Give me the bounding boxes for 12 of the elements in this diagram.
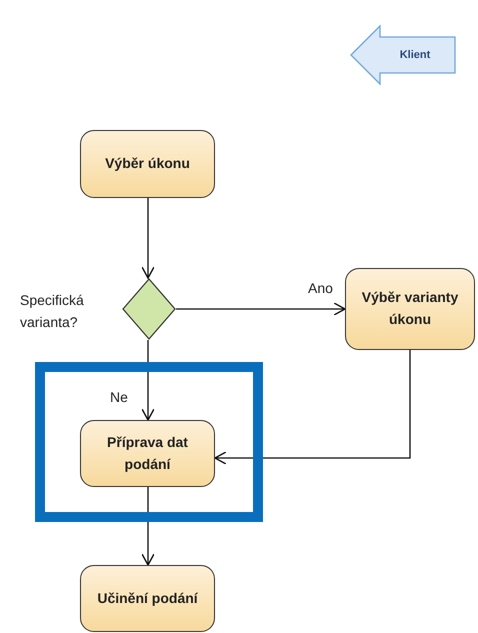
highlight-frame (35, 362, 263, 522)
process-box: Výběr úkonu (80, 130, 215, 198)
arrow (214, 350, 411, 465)
arrow (141, 487, 155, 566)
process-box: Výběr varianty úkonu (345, 268, 475, 350)
decision-diamond (122, 278, 176, 340)
arrow (141, 198, 155, 279)
arrow (141, 340, 155, 421)
process-box: Příprava dat podání (80, 420, 215, 487)
process-box: Učinění podání (80, 565, 215, 632)
left-arrow-shape: Klient (350, 25, 456, 85)
arrow (176, 302, 346, 316)
